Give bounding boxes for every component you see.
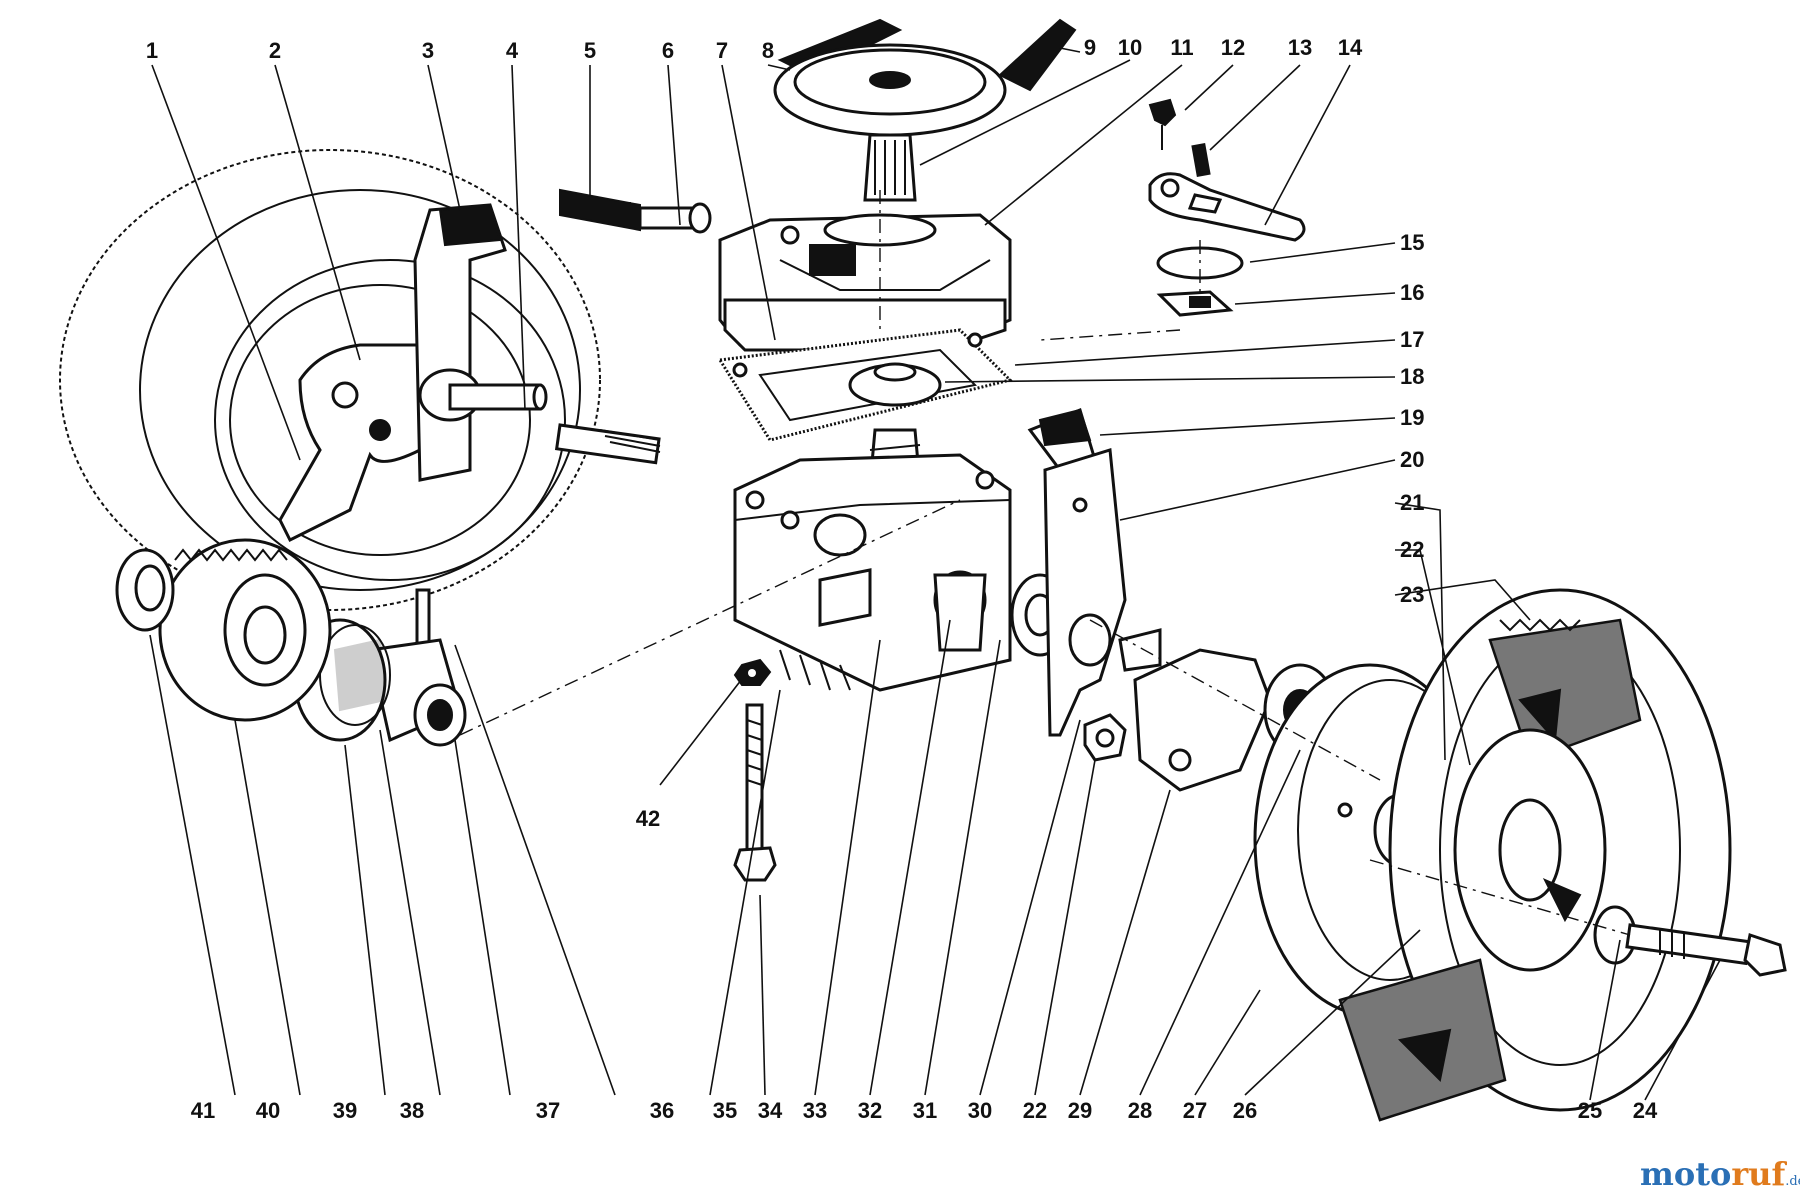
part-label-27: 27 [1183, 1098, 1207, 1123]
part-label-9: 9 [1084, 35, 1096, 60]
part-label-28: 28 [1128, 1098, 1152, 1123]
thrust-washer [115, 548, 175, 632]
part-label-3: 3 [422, 38, 434, 63]
part-label-16: 16 [1400, 280, 1424, 305]
part-label-26: 26 [1233, 1098, 1257, 1123]
part-label-4: 4 [506, 38, 519, 63]
part-label-19: 19 [1400, 405, 1424, 430]
part-label-2: 2 [269, 38, 281, 63]
part-label-14: 14 [1338, 35, 1363, 60]
left-wheel-outline [59, 149, 601, 611]
parts-drawing [59, 18, 1787, 1122]
part-label-42: 42 [636, 806, 660, 831]
part-label-15: 15 [1400, 230, 1424, 255]
part-label-34: 34 [758, 1098, 783, 1123]
part-label-12: 12 [1221, 35, 1245, 60]
part-label-8: 8 [762, 38, 774, 63]
part-label-33: 33 [803, 1098, 827, 1123]
part-label-25: 25 [1578, 1098, 1602, 1123]
part-label-24: 24 [1633, 1098, 1658, 1123]
tire [1338, 588, 1732, 1122]
part-label-6: 6 [662, 38, 674, 63]
part-label-37: 37 [536, 1098, 560, 1123]
spur-gear [158, 538, 332, 722]
part-label-22-upper: 22 [1400, 537, 1424, 562]
part-label-11: 11 [1170, 35, 1193, 60]
shift-lever-assembly [1148, 98, 1306, 317]
spring-and-shift-rod [559, 188, 712, 234]
part-label-30: 30 [968, 1098, 992, 1123]
part-label-29: 29 [1068, 1098, 1092, 1123]
part-label-35: 35 [713, 1098, 737, 1123]
wheel-axle-bolt [1593, 905, 1787, 977]
part-label-20: 20 [1400, 447, 1424, 472]
housing-bolt [733, 658, 777, 882]
hex-nut [1083, 713, 1127, 762]
height-adjuster-lever [278, 343, 435, 543]
part-label-18: 18 [1400, 364, 1424, 389]
part-label-1: 1 [146, 38, 158, 63]
part-label-21: 21 [1400, 490, 1424, 515]
part-label-39: 39 [333, 1098, 357, 1123]
part-label-7: 7 [716, 38, 728, 63]
pinion-shaft [368, 638, 467, 747]
part-label-5: 5 [584, 38, 596, 63]
part-label-41: 41 [191, 1098, 215, 1123]
worm-bearing [848, 362, 942, 407]
leader-lines [149, 47, 1721, 1101]
assembly-centerlines [459, 190, 1631, 936]
right-bracket-plate [1027, 407, 1127, 737]
part-label-10: 10 [1118, 35, 1142, 60]
watermark: motoruf.de [1640, 1155, 1800, 1193]
part-label-38: 38 [400, 1098, 424, 1123]
part-label-31: 31 [913, 1098, 937, 1123]
part-label-22-lower: 22 [1023, 1098, 1047, 1123]
part-label-23: 23 [1400, 582, 1424, 607]
part-label-32: 32 [858, 1098, 882, 1123]
part-label-36: 36 [650, 1098, 674, 1123]
drive-pulley [773, 18, 1077, 202]
part-number-labels: 1 2 3 4 5 6 7 8 9 10 11 12 13 14 15 16 1… [146, 35, 1658, 1123]
part-label-17: 17 [1400, 327, 1424, 352]
wheel-bracket-plate [413, 203, 507, 482]
watermark-logo: motoruf.de [1640, 1155, 1800, 1193]
part-label-13: 13 [1288, 35, 1312, 60]
part-label-40: 40 [256, 1098, 280, 1123]
